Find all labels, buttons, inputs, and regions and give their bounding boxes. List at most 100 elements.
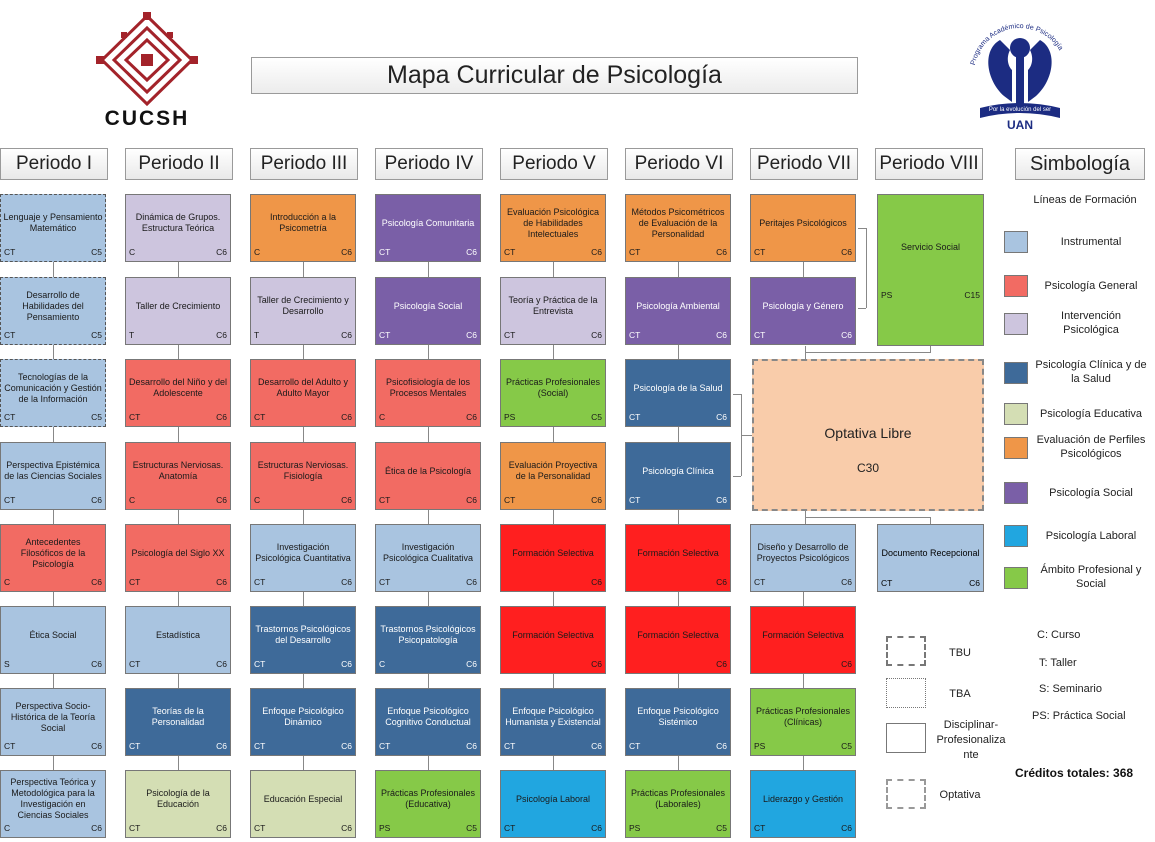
connector-line (553, 756, 554, 770)
course-card: Evaluación Psicológica de Habilidades In… (500, 194, 606, 262)
course-name: Peritajes Psicológicos (759, 217, 847, 228)
total-credits: Créditos totales: 368 (1015, 766, 1134, 780)
course-card: Métodos Psicométricos de Evaluación de l… (625, 194, 731, 262)
course-type: PS (379, 823, 391, 833)
servicio-social-block: Servicio Social PS C15 (877, 194, 984, 346)
cucsh-logo-text: CUCSH (104, 107, 190, 130)
course-name: Diseño y Desarrollo de Proyectos Psicoló… (756, 542, 850, 563)
course-name: Enfoque Psicológico Sistémico (637, 706, 719, 727)
course-type: PS (754, 741, 766, 751)
legend-label: Psicología Clínica y de la Salud (1035, 359, 1147, 385)
course-card: Perspectiva Teórica y Metodológica para … (0, 770, 106, 838)
course-name: Psicología del Siglo XX (131, 547, 225, 558)
course-name: Estructuras Nerviosas. Anatomía (132, 460, 224, 481)
uan-acronym: UAN (1007, 118, 1033, 132)
legend-label: Psicología Laboral (1045, 530, 1137, 542)
course-credits: C6 (341, 330, 352, 340)
course-card: Perspectiva Epistémica de las Ciencias S… (0, 442, 106, 510)
legend-swatch (1004, 437, 1028, 459)
course-name: Documento Recepcional (881, 548, 980, 558)
course-credits: C6 (716, 495, 727, 505)
course-name: Psicofisiología de los Procesos Mentales (385, 377, 471, 398)
course-type: CT (129, 577, 141, 587)
course-card: Enfoque Psicológico Cognitivo Conductual… (375, 688, 481, 756)
period-header: Periodo VIII (875, 148, 983, 180)
course-type: CT (379, 741, 391, 751)
course-credits: C6 (91, 659, 102, 669)
border-sample-optativa (886, 779, 926, 809)
course-name: Formación Selectiva (637, 629, 719, 640)
border-label: TBU (949, 647, 971, 659)
course-name: Enfoque Psicológico Dinámico (262, 706, 344, 727)
course-credits: C6 (841, 659, 852, 669)
course-credits: C6 (591, 577, 602, 587)
connector-line (678, 427, 679, 442)
course-type: C (254, 247, 261, 257)
course-name: Psicología y Género (762, 300, 844, 311)
course-type: CT (129, 412, 141, 422)
connector-line (178, 592, 179, 606)
connector-line (178, 674, 179, 688)
course-type: CT (504, 330, 516, 340)
connector-line (866, 228, 867, 308)
course-card: Perspectiva Socio-Histórica de la Teoría… (0, 688, 106, 756)
period-header: Periodo IV (375, 148, 483, 180)
course-name: Estadística (155, 629, 201, 640)
course-credits: C6 (216, 495, 227, 505)
legend-swatch (1004, 275, 1028, 297)
course-credits: C6 (91, 495, 102, 505)
period-header: Periodo II (125, 148, 233, 180)
period-header: Periodo V (500, 148, 608, 180)
legend-swatch (1004, 482, 1028, 504)
course-name: Desarrollo del Niño y del Adolescente (128, 377, 228, 398)
course-credits: C6 (716, 247, 727, 257)
course-type: CT (754, 247, 766, 257)
course-credits: C5 (466, 823, 477, 833)
optativa-libre-block: Optativa Libre C30 (752, 359, 984, 511)
connector-line (53, 592, 54, 606)
course-name: Taller de Crecimiento y Desarrollo (257, 295, 349, 316)
course-credits: C6 (466, 330, 477, 340)
course-credits: C6 (466, 247, 477, 257)
course-credits: C6 (466, 741, 477, 751)
connector-line (858, 228, 866, 229)
course-credits: C6 (591, 659, 602, 669)
legend-swatch (1004, 567, 1028, 589)
course-name: Educación Especial (263, 793, 343, 804)
course-credits: C6 (716, 412, 727, 422)
course-card: Evaluación Proyectiva de la Personalidad… (500, 442, 606, 510)
course-type: CT (4, 741, 16, 751)
course-credits: C6 (841, 577, 852, 587)
connector-line (553, 510, 554, 524)
course-name: Desarrollo del Adulto y Adulto Mayor (257, 377, 349, 398)
course-type: C (379, 659, 386, 669)
period-header: Periodo VI (625, 148, 733, 180)
course-card: Desarrollo de Habilidades del Pensamient… (0, 277, 106, 345)
connector-line (428, 592, 429, 606)
connector-line (553, 674, 554, 688)
legend-swatch (1004, 362, 1028, 384)
course-name: Perspectiva Socio-Histórica de la Teoría… (10, 700, 96, 733)
course-credits: C6 (841, 330, 852, 340)
legend-swatch (1004, 313, 1028, 335)
course-name: Tecnologías de la Comunicación y Gestión… (4, 371, 102, 404)
legend-label: Evaluación de Perfiles Psicológicos (1036, 434, 1146, 460)
connector-line (303, 510, 304, 524)
connector-line (553, 592, 554, 606)
connector-line (803, 262, 804, 277)
course-name: Enfoque Psicológico Humanista y Existenc… (505, 706, 601, 727)
connector-line (678, 262, 679, 277)
